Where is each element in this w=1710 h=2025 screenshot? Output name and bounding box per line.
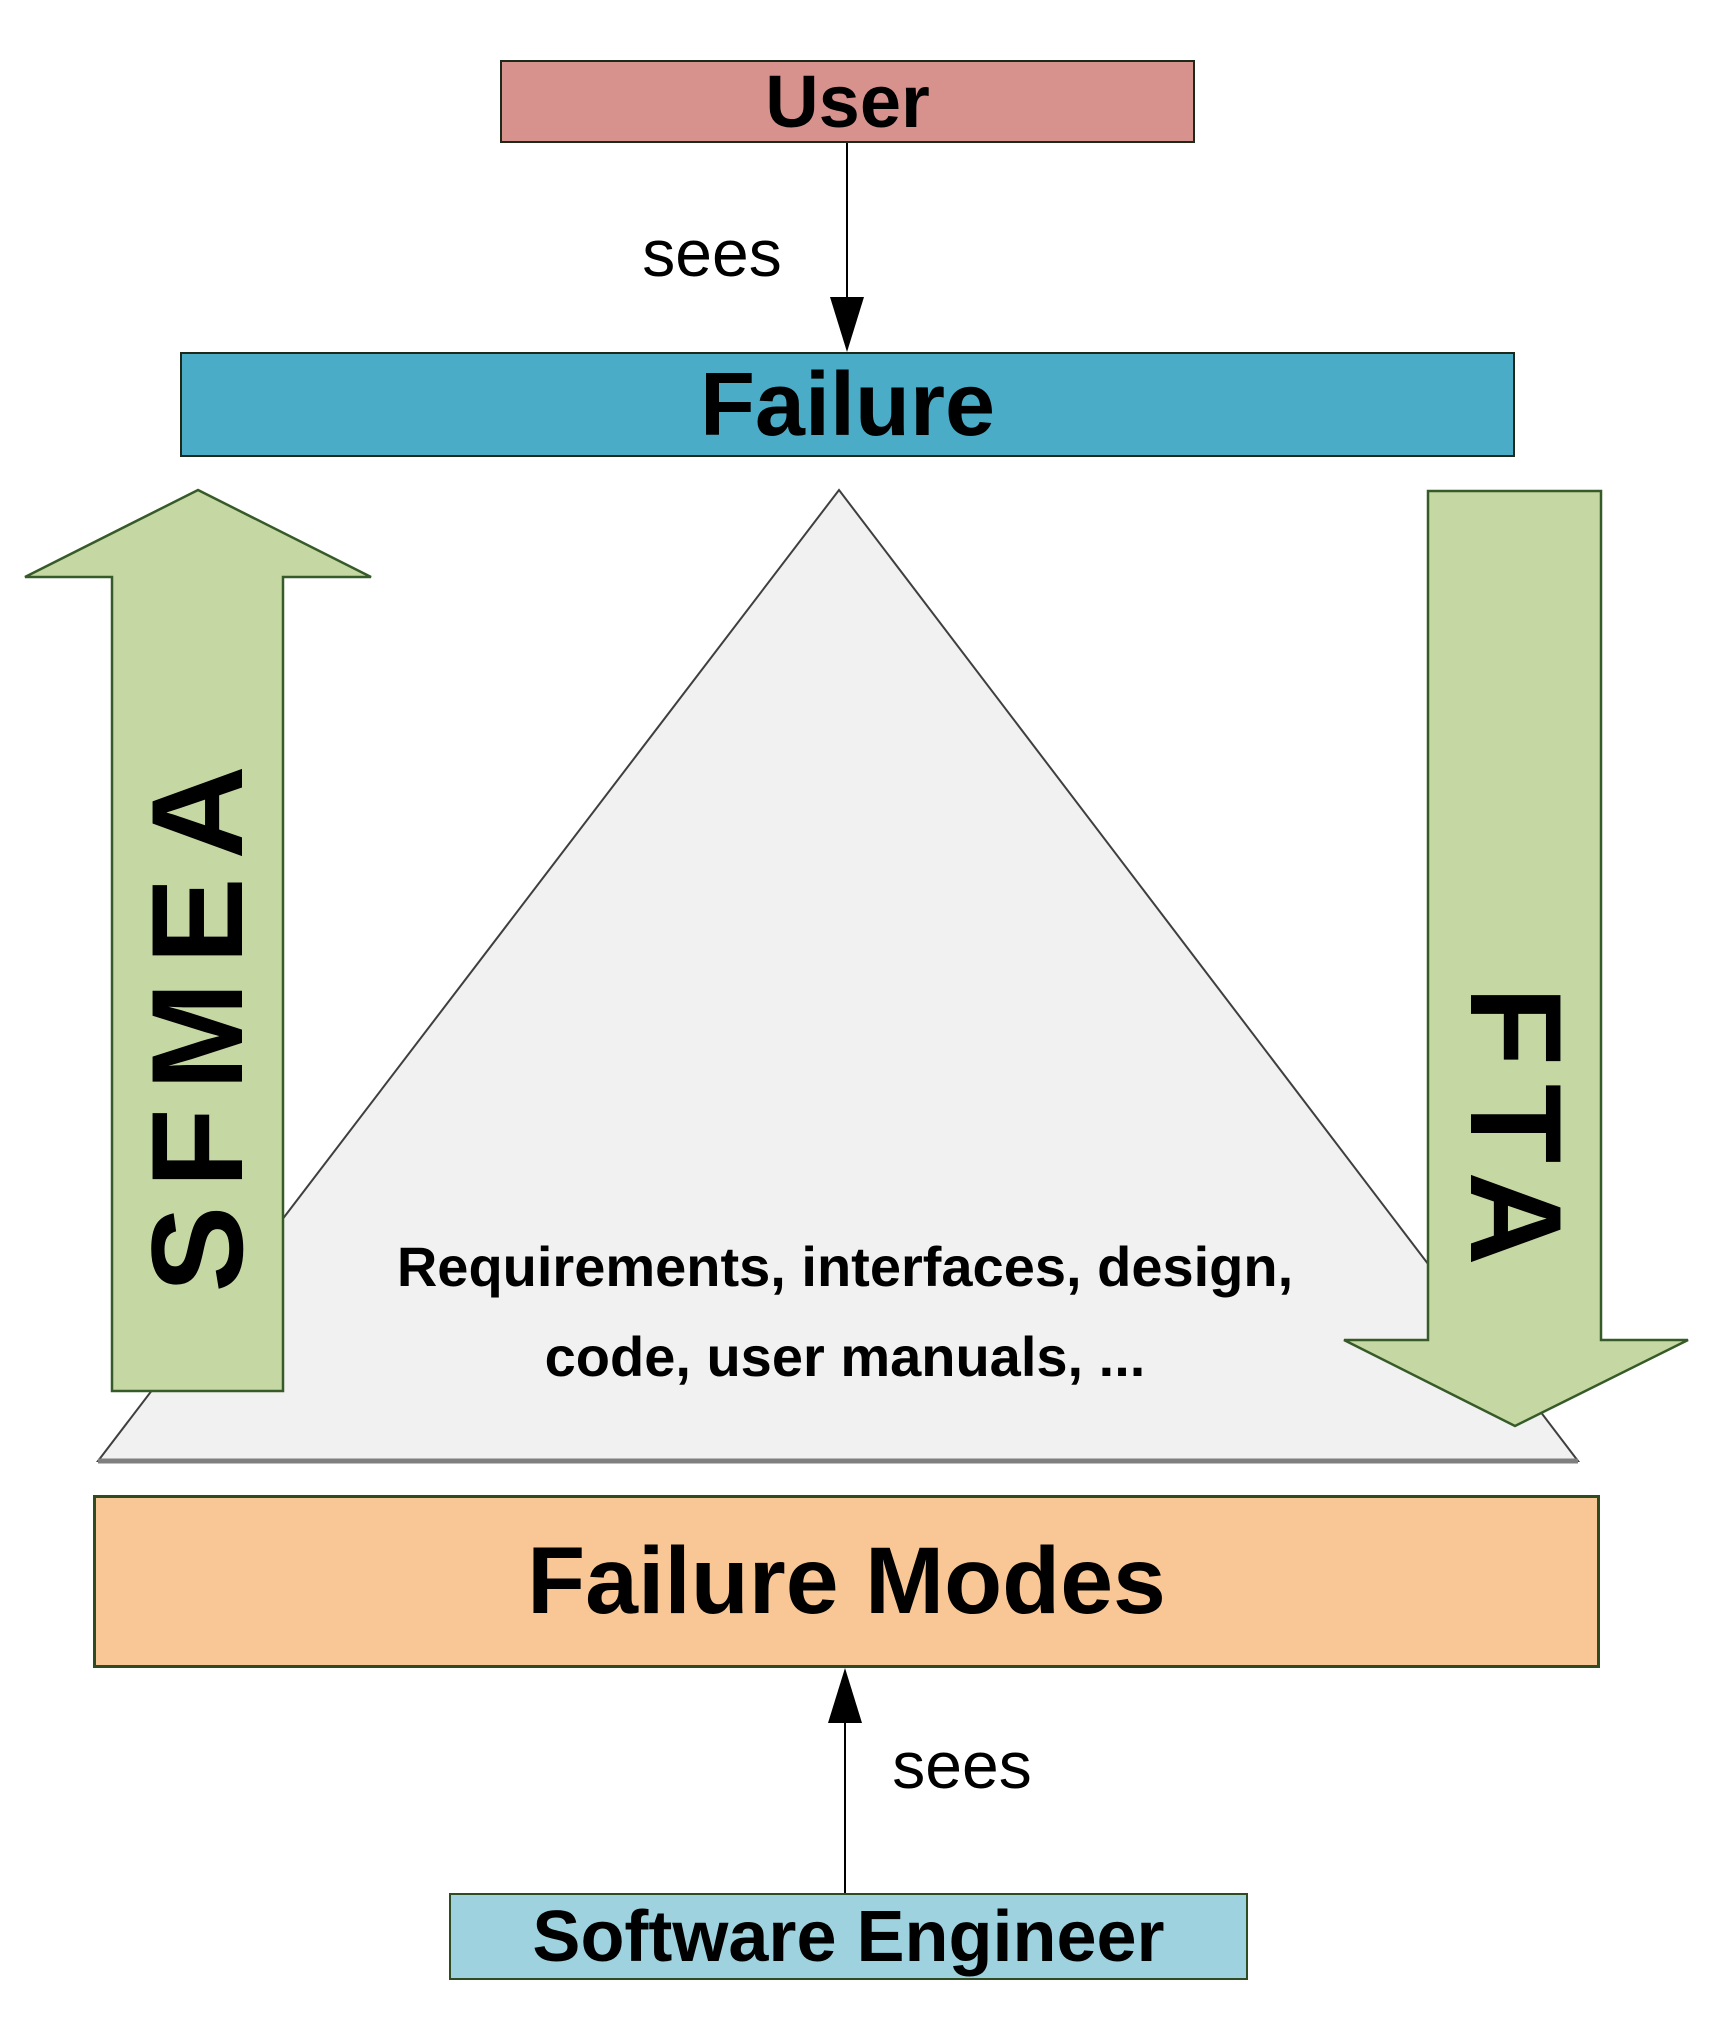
engineer-sees-label: sees [892,1728,1032,1802]
artifacts-line-2: code, user manuals, ... [544,1325,1146,1388]
artifacts-line-1: Requirements, interfaces, design, [396,1235,1294,1298]
failure-modes-node-label: Failure Modes [527,1528,1166,1634]
user-sees-arrowhead-icon [830,297,864,352]
software-engineer-node-label: Software Engineer [532,1896,1165,1977]
sfmea-arrow-label: SFMEA [124,747,270,1293]
failure-modes-node: Failure Modes [93,1495,1600,1668]
sfmea-up-arrow [24,488,372,1393]
engineer-sees-arrowhead-icon [828,1668,862,1723]
user-node: User [500,60,1195,143]
user-sees-label: sees [642,216,782,290]
user-node-label: User [765,59,930,143]
software-engineer-node: Software Engineer [449,1893,1248,1980]
fta-arrow-label: FTA [1443,986,1589,1284]
fta-down-arrow [1343,489,1689,1428]
failure-node-label: Failure [699,354,996,455]
failure-node: Failure [180,352,1515,457]
artifacts-triangle-text: Requirements, interfaces, design, code, … [397,1222,1293,1402]
